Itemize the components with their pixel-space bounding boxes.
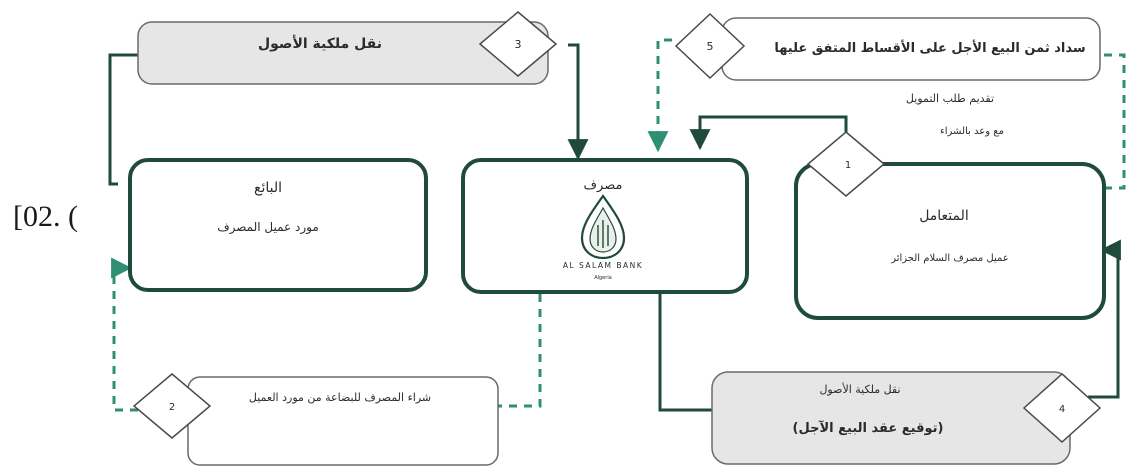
seller-title: البائع [254, 180, 282, 196]
step3-text: نقل ملكية الأصول [258, 35, 382, 52]
step2-number: 2 [169, 402, 175, 413]
step4-text-line2: (توقيع عقد البيع الآجل) [793, 420, 944, 436]
seller-node [128, 158, 428, 292]
step5-number: 5 [707, 40, 714, 53]
arrow-step5-to-bank [647, 38, 672, 153]
client-node [794, 162, 1106, 320]
connector-seller-top [108, 53, 140, 186]
arrow-step4-to-client [1088, 239, 1121, 399]
step3-number: 3 [515, 38, 522, 51]
request-note-line2: مع وعد بالشراء [940, 126, 1004, 137]
arrow-step3-to-bank [567, 43, 589, 161]
side-label: [02. ( [13, 200, 78, 233]
arrow-step2-to-seller [111, 257, 138, 412]
dashed-bank-to-box2 [498, 294, 542, 408]
request-note-line1: تقديم طلب التمويل [906, 92, 994, 105]
step2-diamond: 2 [132, 373, 212, 439]
connector-bank-bottom [658, 292, 718, 412]
step3-box [137, 21, 549, 85]
bank-logo-text: AL SALAM BANK [563, 261, 643, 270]
step4-diamond: 4 [1022, 372, 1102, 444]
step2-text: شراء المصرف للبضاعة من مورد العميل [249, 391, 431, 404]
bank-logo-sub: Algeria [594, 275, 612, 281]
seller-subtitle: مورد عميل المصرف [217, 220, 319, 235]
step4-number: 4 [1059, 404, 1065, 415]
step5-diamond: 5 [674, 12, 746, 80]
client-subtitle: عميل مصرف السلام الجزائر [890, 253, 1009, 264]
dashed-client-to-box5 [1100, 53, 1126, 190]
step4-text-line1: نقل ملكية الأصول [819, 382, 900, 396]
step1-number: 1 [845, 160, 851, 171]
bank-title: مصرف [584, 178, 623, 193]
arrow-step1-to-bank [689, 115, 848, 151]
step5-text: سداد ثمن البيع الأجل على الأقساط المتفق … [774, 39, 1085, 56]
bank-logo [580, 194, 626, 260]
step3-diamond: 3 [478, 11, 558, 77]
step1-diamond: 1 [806, 131, 886, 197]
client-title: المتعامل [919, 208, 969, 224]
